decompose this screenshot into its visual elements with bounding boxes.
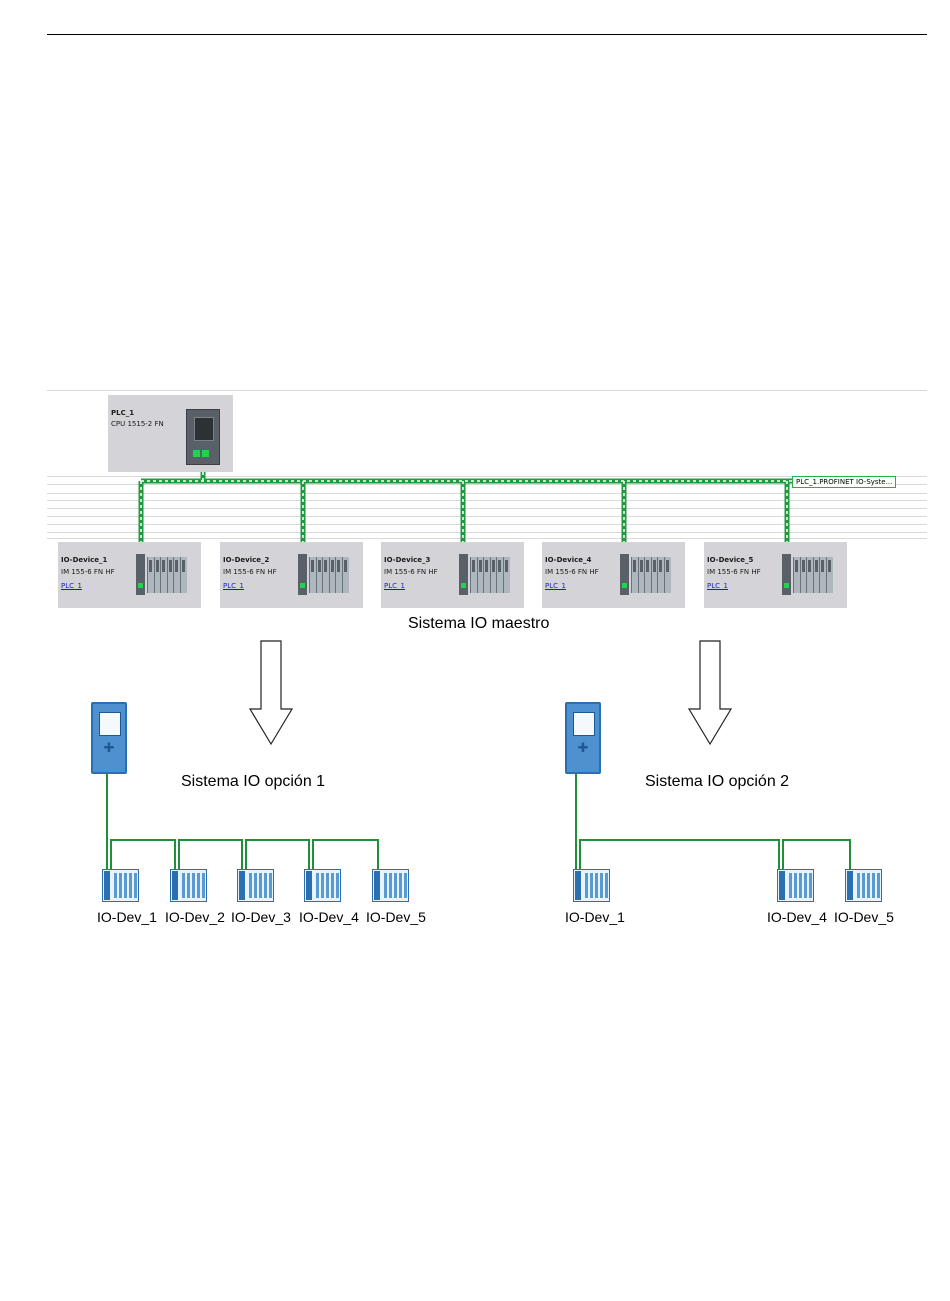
io-module-icon xyxy=(335,557,342,593)
io-device-name: IO-Device_5 xyxy=(707,556,754,564)
io-module-icon xyxy=(173,557,180,593)
io-module-icon xyxy=(631,557,638,593)
io-module-icon xyxy=(328,557,336,593)
et200sp-icon xyxy=(459,554,510,595)
io-device-name: IO-Device_3 xyxy=(384,556,431,564)
device-label: IO-Dev_4 xyxy=(299,909,359,925)
io-module-icon xyxy=(663,557,671,593)
network-view: PLC_1 CPU 1515-2 FN PLC_1.PROFINET IO-Sy… xyxy=(47,390,927,610)
io-device-type: IM 155-6 FN HF xyxy=(545,568,599,576)
caption-option-2: Sistema IO opción 2 xyxy=(645,773,790,790)
io-module-icon xyxy=(166,557,174,593)
io-module-icon xyxy=(496,557,503,593)
et200sp-icon xyxy=(136,554,187,595)
io-device-type: IM 155-6 FN HF xyxy=(223,568,277,576)
io-device-plc-link[interactable]: PLC_1 xyxy=(223,582,244,590)
io-device-type: IM 155-6 FN HF xyxy=(384,568,438,576)
plc-node[interactable]: PLC_1 CPU 1515-2 FN xyxy=(108,395,233,472)
io-device-plc-link[interactable]: PLC_1 xyxy=(61,582,82,590)
io-module-icon xyxy=(650,557,658,593)
io-device-type: IM 155-6 FN HF xyxy=(61,568,115,576)
io-device-icon xyxy=(304,869,341,902)
device-label: IO-Dev_1 xyxy=(97,909,157,925)
et200sp-icon xyxy=(620,554,671,595)
io-device-node[interactable]: IO-Device_5 IM 155-6 FN HF PLC_1 xyxy=(704,542,847,608)
cpu-icon: ✚ xyxy=(565,702,601,774)
io-device-name: IO-Device_1 xyxy=(61,556,108,564)
io-module-icon xyxy=(806,557,813,593)
io-device-node[interactable]: IO-Device_2 IM 155-6 FN HF PLC_1 xyxy=(220,542,363,608)
io-device-name: IO-Device_4 xyxy=(545,556,592,564)
io-module-icon xyxy=(309,557,316,593)
io-module-icon xyxy=(657,557,664,593)
et200sp-icon xyxy=(298,554,349,595)
io-module-icon xyxy=(147,557,154,593)
io-device-node[interactable]: IO-Device_1 IM 155-6 FN HF PLC_1 xyxy=(58,542,201,608)
io-device-icon xyxy=(237,869,274,902)
io-device-icon xyxy=(777,869,814,902)
io-module-icon xyxy=(470,557,477,593)
io-module-icon xyxy=(812,557,820,593)
device-label: IO-Dev_1 xyxy=(565,909,625,925)
et200sp-icon xyxy=(782,554,833,595)
io-module-icon xyxy=(483,557,490,593)
caption-option-1: Sistema IO opción 1 xyxy=(181,773,326,790)
caption-master: Sistema IO maestro xyxy=(408,615,550,632)
io-device-icon xyxy=(372,869,409,902)
io-module-icon xyxy=(637,557,645,593)
device-label: IO-Dev_4 xyxy=(767,909,827,925)
io-module-icon xyxy=(322,557,329,593)
device-label: IO-Dev_2 xyxy=(165,909,225,925)
device-label: IO-Dev_5 xyxy=(834,909,894,925)
header-rule xyxy=(47,34,927,35)
cpu-icon xyxy=(186,409,220,465)
io-module-icon xyxy=(315,557,323,593)
io-module-icon xyxy=(179,557,187,593)
io-device-icon xyxy=(170,869,207,902)
cpu-icon: ✚ xyxy=(91,702,127,774)
io-module-icon xyxy=(341,557,349,593)
io-module-icon xyxy=(160,557,167,593)
device-label: IO-Dev_3 xyxy=(231,909,291,925)
io-module-icon xyxy=(644,557,651,593)
plc-name: PLC_1 xyxy=(111,409,135,417)
arrow-down-icon xyxy=(248,640,294,746)
device-label: IO-Dev_5 xyxy=(366,909,426,925)
io-device-plc-link[interactable]: PLC_1 xyxy=(545,582,566,590)
io-module-icon xyxy=(819,557,826,593)
io-device-name: IO-Device_2 xyxy=(223,556,270,564)
io-device-plc-link[interactable]: PLC_1 xyxy=(707,582,728,590)
io-module-icon xyxy=(502,557,510,593)
io-device-icon xyxy=(573,869,610,902)
io-module-icon xyxy=(825,557,833,593)
plc-type: CPU 1515-2 FN xyxy=(111,420,164,428)
io-module-icon xyxy=(153,557,161,593)
io-module-icon xyxy=(476,557,484,593)
io-module-icon xyxy=(799,557,807,593)
io-device-node[interactable]: IO-Device_3 IM 155-6 FN HF PLC_1 xyxy=(381,542,524,608)
io-module-icon xyxy=(793,557,800,593)
io-module-icon xyxy=(489,557,497,593)
io-device-plc-link[interactable]: PLC_1 xyxy=(384,582,405,590)
io-device-icon xyxy=(845,869,882,902)
io-device-icon xyxy=(102,869,139,902)
io-device-node[interactable]: IO-Device_4 IM 155-6 FN HF PLC_1 xyxy=(542,542,685,608)
arrow-down-icon xyxy=(687,640,733,746)
profinet-network-label[interactable]: PLC_1.PROFINET IO-Syste... xyxy=(792,476,897,488)
io-device-type: IM 155-6 FN HF xyxy=(707,568,761,576)
